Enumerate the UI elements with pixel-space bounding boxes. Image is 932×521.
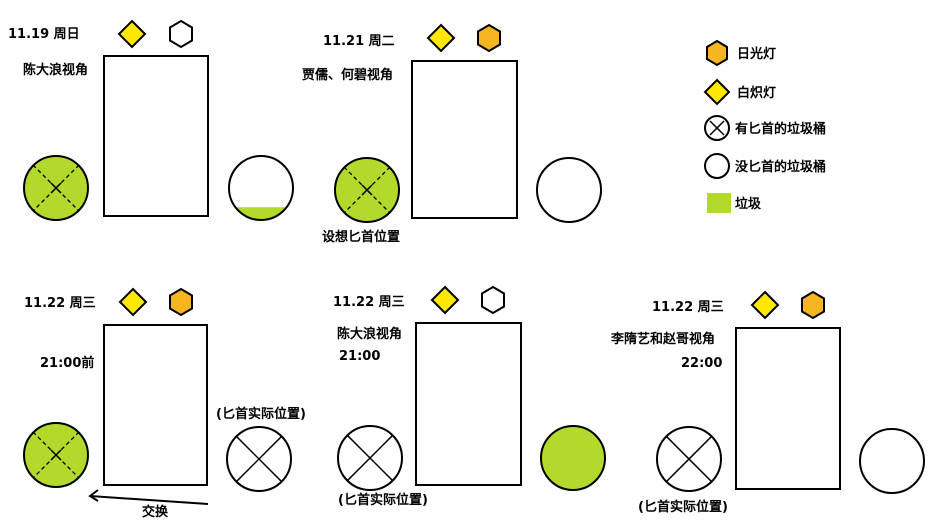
panel-1122c-bin-right (859, 428, 925, 494)
panel-1122c-bin-left-rim (656, 426, 722, 492)
panel-1119: 11.19 周日 陈大浪视角 (8, 19, 294, 221)
legend-bin-with-dagger-label: 有匕首的垃圾桶 (735, 121, 826, 137)
panel-1122c-scene-frame (735, 327, 841, 490)
panel-1122a-scene-frame (103, 324, 208, 486)
legend-bin-with-dagger-icon (704, 115, 730, 141)
incandescent-lamp-icon (430, 285, 460, 315)
panel-1121-scene-frame (411, 60, 518, 219)
legend-trash-swatch (707, 193, 731, 213)
panel-1119-bin-right (228, 155, 294, 221)
panel-1122a-bin-right (226, 426, 292, 492)
panel-1122b-time: 21:00 (339, 349, 380, 364)
panel-1119-date: 11.19 周日 (8, 27, 80, 42)
legend-incandescent-icon (703, 78, 731, 106)
panel-1119-view: 陈大浪视角 (23, 62, 88, 78)
incandescent-lamp-icon (426, 23, 456, 53)
panel-1121-bin-right-body (537, 158, 601, 222)
panel-1122b-scene-frame (415, 322, 522, 486)
panel-1121-bin-right-rim (536, 157, 602, 223)
panel-1122a-bin-left-dagger-guess-icon (32, 431, 80, 479)
panel-1121-bin-left (334, 157, 400, 223)
panel-1122-before-2100: 11.22 周三 21:00前 (匕首实际位置) 交换 (23, 287, 306, 520)
panel-1121-date: 11.21 周二 (323, 34, 395, 49)
panel-1119-bin-left-rim (23, 155, 89, 221)
panel-1122c-bin-right-rim (859, 428, 925, 494)
panel-1119-bin-right-body (229, 156, 293, 220)
panel-1122b-bin-left-rim (337, 425, 403, 491)
panel-1122a-note: (匕首实际位置) (216, 406, 306, 422)
panel-1122a-bin-left-rim (23, 422, 89, 488)
panel-1121: 11.21 周二 贾儒、何碧视角 设想匕首位置 (302, 23, 602, 245)
panel-1121-bin-left-rim (334, 157, 400, 223)
panel-1119-bin-left-dagger-guess-icon (32, 164, 80, 212)
panel-1122b-bin-right-trash (541, 426, 605, 490)
panel-1122c-bin-left-dagger-icon (665, 435, 713, 483)
panel-1122c-view: 李隋艺和赵哥视角 (610, 331, 715, 347)
panel-1122c-bin-right-body (860, 429, 924, 493)
panel-1119-lights (117, 19, 193, 49)
incandescent-lamp-icon (118, 287, 148, 317)
panel-1122b-view: 陈大浪视角 (337, 326, 402, 342)
legend-trash-label: 垃圾 (735, 196, 762, 212)
panel-1122c-bin-left (656, 426, 722, 492)
legend: 日光灯 白炽灯 有匕首的垃圾桶 没匕首的垃圾桶 垃圾 (703, 39, 826, 213)
legend-bin-without-dagger-icon (704, 153, 730, 179)
panel-1122-2200: 11.22 周三 李隋艺和赵哥视角 22:00 (匕首实际位置) (610, 290, 925, 515)
panel-1122a-bin-left (23, 422, 89, 488)
panel-1122c-lights (750, 290, 825, 320)
panel-1122b-note: (匕首实际位置) (338, 492, 428, 508)
incandescent-lamp-icon (750, 290, 780, 320)
panel-1121-bin-left-dagger-guess-icon (343, 166, 391, 214)
panel-1122a-bin-right-dagger-icon (235, 435, 283, 483)
panel-1121-note: 设想匕首位置 (322, 229, 400, 245)
panel-1122a-bin-right-rim (226, 426, 292, 492)
panel-1122b-lights (430, 285, 505, 315)
panel-1122b-bin-left (337, 425, 403, 491)
panel-1122c-time: 22:00 (681, 356, 722, 371)
fluorescent-lamp-icon (481, 285, 505, 315)
panel-1122a-time: 21:00前 (40, 355, 94, 371)
panel-1122a-date: 11.22 周三 (24, 296, 96, 311)
panel-1122b-bin-right (540, 425, 606, 491)
panel-1122-2100: 11.22 周三 陈大浪视角 21:00 (匕首实际位置) (333, 285, 606, 508)
swap-arrow (88, 489, 209, 505)
panel-1119-bin-right-trash (229, 207, 293, 220)
fluorescent-lamp-icon (801, 290, 825, 320)
legend-bin-without-dagger-label: 没匕首的垃圾桶 (735, 159, 826, 175)
panel-1121-bin-right (536, 157, 602, 223)
fluorescent-lamp-icon (477, 23, 501, 53)
legend-incandescent-label: 白炽灯 (737, 85, 776, 101)
panel-1121-view: 贾儒、何碧视角 (302, 67, 393, 83)
panel-1121-lights (426, 23, 501, 53)
incandescent-lamp-icon (117, 19, 147, 49)
fluorescent-lamp-icon (169, 19, 193, 49)
fluorescent-lamp-icon (169, 287, 193, 317)
panel-1122c-date: 11.22 周三 (652, 300, 724, 315)
panel-1122a-lights (118, 287, 193, 317)
legend-fluorescent-icon (706, 39, 728, 67)
panel-1122b-bin-right-rim (540, 425, 606, 491)
panel-1119-scene-frame (103, 55, 209, 217)
legend-fluorescent-label: 日光灯 (737, 46, 776, 62)
panel-1119-bin-left (23, 155, 89, 221)
panel-1122b-date: 11.22 周三 (333, 295, 405, 310)
panel-1119-bin-right-rim (228, 155, 294, 221)
panel-1122c-note: (匕首实际位置) (638, 499, 728, 515)
swap-label: 交换 (142, 504, 169, 520)
panel-1122b-bin-left-dagger-icon (346, 434, 394, 482)
